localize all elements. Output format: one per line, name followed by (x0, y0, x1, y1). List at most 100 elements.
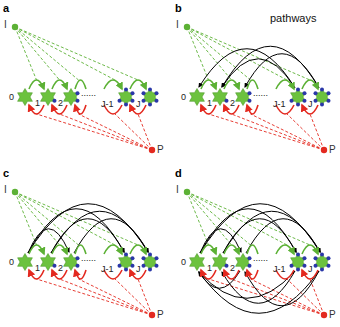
pathway-arc (28, 229, 69, 253)
input-label: I (4, 19, 7, 30)
phospho-site (314, 264, 318, 268)
input-label: I (4, 184, 7, 195)
phospho-site (314, 99, 318, 103)
kinase-link (15, 27, 138, 80)
state-number: J-1 (273, 99, 286, 109)
phosphatase-link (115, 114, 152, 150)
protein-state (213, 254, 228, 271)
dephosphorylation-arc (247, 270, 258, 279)
phosphatase-link (251, 279, 325, 315)
phospho-site (148, 253, 152, 257)
phosphorylation-arc (302, 245, 318, 254)
panel-letter: c (3, 167, 9, 179)
phosphorylation-arc (29, 80, 44, 89)
protein-state (315, 89, 330, 106)
state-number: 0 (9, 92, 14, 102)
protein-state (236, 254, 251, 271)
panel (12, 189, 159, 318)
phospho-site (76, 264, 80, 268)
protein-state (291, 254, 306, 271)
protein-state (41, 89, 56, 106)
pathway-arc (222, 46, 319, 88)
pathways-label: pathways (270, 12, 316, 24)
phosphorylation-arc (29, 245, 44, 254)
phospho-site (76, 256, 80, 260)
panel-letter: d (175, 167, 182, 179)
phosphatase-link (79, 279, 153, 315)
kinase-link (15, 192, 79, 245)
state-number: 1 (35, 263, 40, 273)
phospho-site (124, 88, 128, 92)
phospho-site (290, 99, 294, 103)
phospho-site (155, 91, 159, 95)
phosphatase-link (209, 114, 325, 150)
state-number: 0 (181, 92, 186, 102)
input-label: I (176, 184, 179, 195)
phosphatase-link (209, 279, 325, 315)
pathway-arc (199, 271, 240, 288)
phospho-site (155, 99, 159, 103)
state-number: 1 (207, 263, 212, 273)
phospho-site (155, 256, 159, 260)
protein-state (18, 89, 33, 106)
state-number: 2 (58, 98, 63, 108)
kinase-dot (184, 24, 190, 30)
phospho-site (225, 99, 229, 103)
phosphorylation-arc (75, 80, 86, 89)
state-number: J (308, 99, 313, 109)
phospho-site (124, 268, 128, 272)
phospho-site (320, 103, 324, 107)
phospho-site (303, 264, 307, 268)
phospho-site (296, 103, 300, 107)
kinase-link (15, 192, 37, 245)
pathway-arc (28, 204, 148, 253)
phospho-site (131, 99, 135, 103)
ellipsis: ...... (81, 88, 96, 98)
dephosphorylation-arc (75, 270, 86, 279)
input-label: I (176, 19, 179, 30)
phosphorylation-arc (75, 245, 86, 254)
phospho-site (155, 264, 159, 268)
protein-state (213, 89, 228, 106)
phosphorylation-arc (276, 80, 294, 89)
state-number: 2 (230, 98, 235, 108)
protein-state (190, 89, 205, 106)
protein-state (190, 254, 205, 271)
phospho-site (142, 91, 146, 95)
phosphorylation-arc (52, 80, 67, 89)
protein-state (18, 254, 33, 271)
dephosphorylation-arc (75, 105, 86, 114)
phospho-site (314, 91, 318, 95)
kinase-link (187, 192, 209, 245)
phosphorylation-arc (302, 80, 318, 89)
phosphatase-link (115, 279, 152, 315)
kinase-link (15, 27, 60, 80)
phospho-site (248, 99, 252, 103)
kinase-link (187, 27, 287, 80)
phospho-site (327, 99, 331, 103)
protein-state (236, 89, 251, 106)
phosphatase-link (287, 279, 324, 315)
kinase-link (187, 27, 251, 80)
phosphorylation-arc (224, 245, 239, 254)
phosphorylation-arc (201, 80, 216, 89)
phospho-site (118, 99, 122, 103)
phospho-site (225, 264, 229, 268)
pathway-arc (199, 271, 295, 298)
pathway-arc (199, 49, 295, 88)
panel (184, 24, 331, 153)
state-number: J-1 (101, 99, 114, 109)
phospho-site (148, 103, 152, 107)
kinase-link (187, 27, 310, 80)
kinase-dot (12, 189, 18, 195)
phosphorylation-arc (52, 245, 67, 254)
pathway-arc (199, 271, 319, 313)
phospho-site (76, 91, 80, 95)
phosphorylation-arc (130, 245, 146, 254)
phospho-site (290, 264, 294, 268)
phosphatase-label: P (157, 309, 164, 320)
phospho-site (296, 253, 300, 257)
phosphatase-dot (321, 312, 327, 318)
pathway-arc (200, 204, 320, 253)
